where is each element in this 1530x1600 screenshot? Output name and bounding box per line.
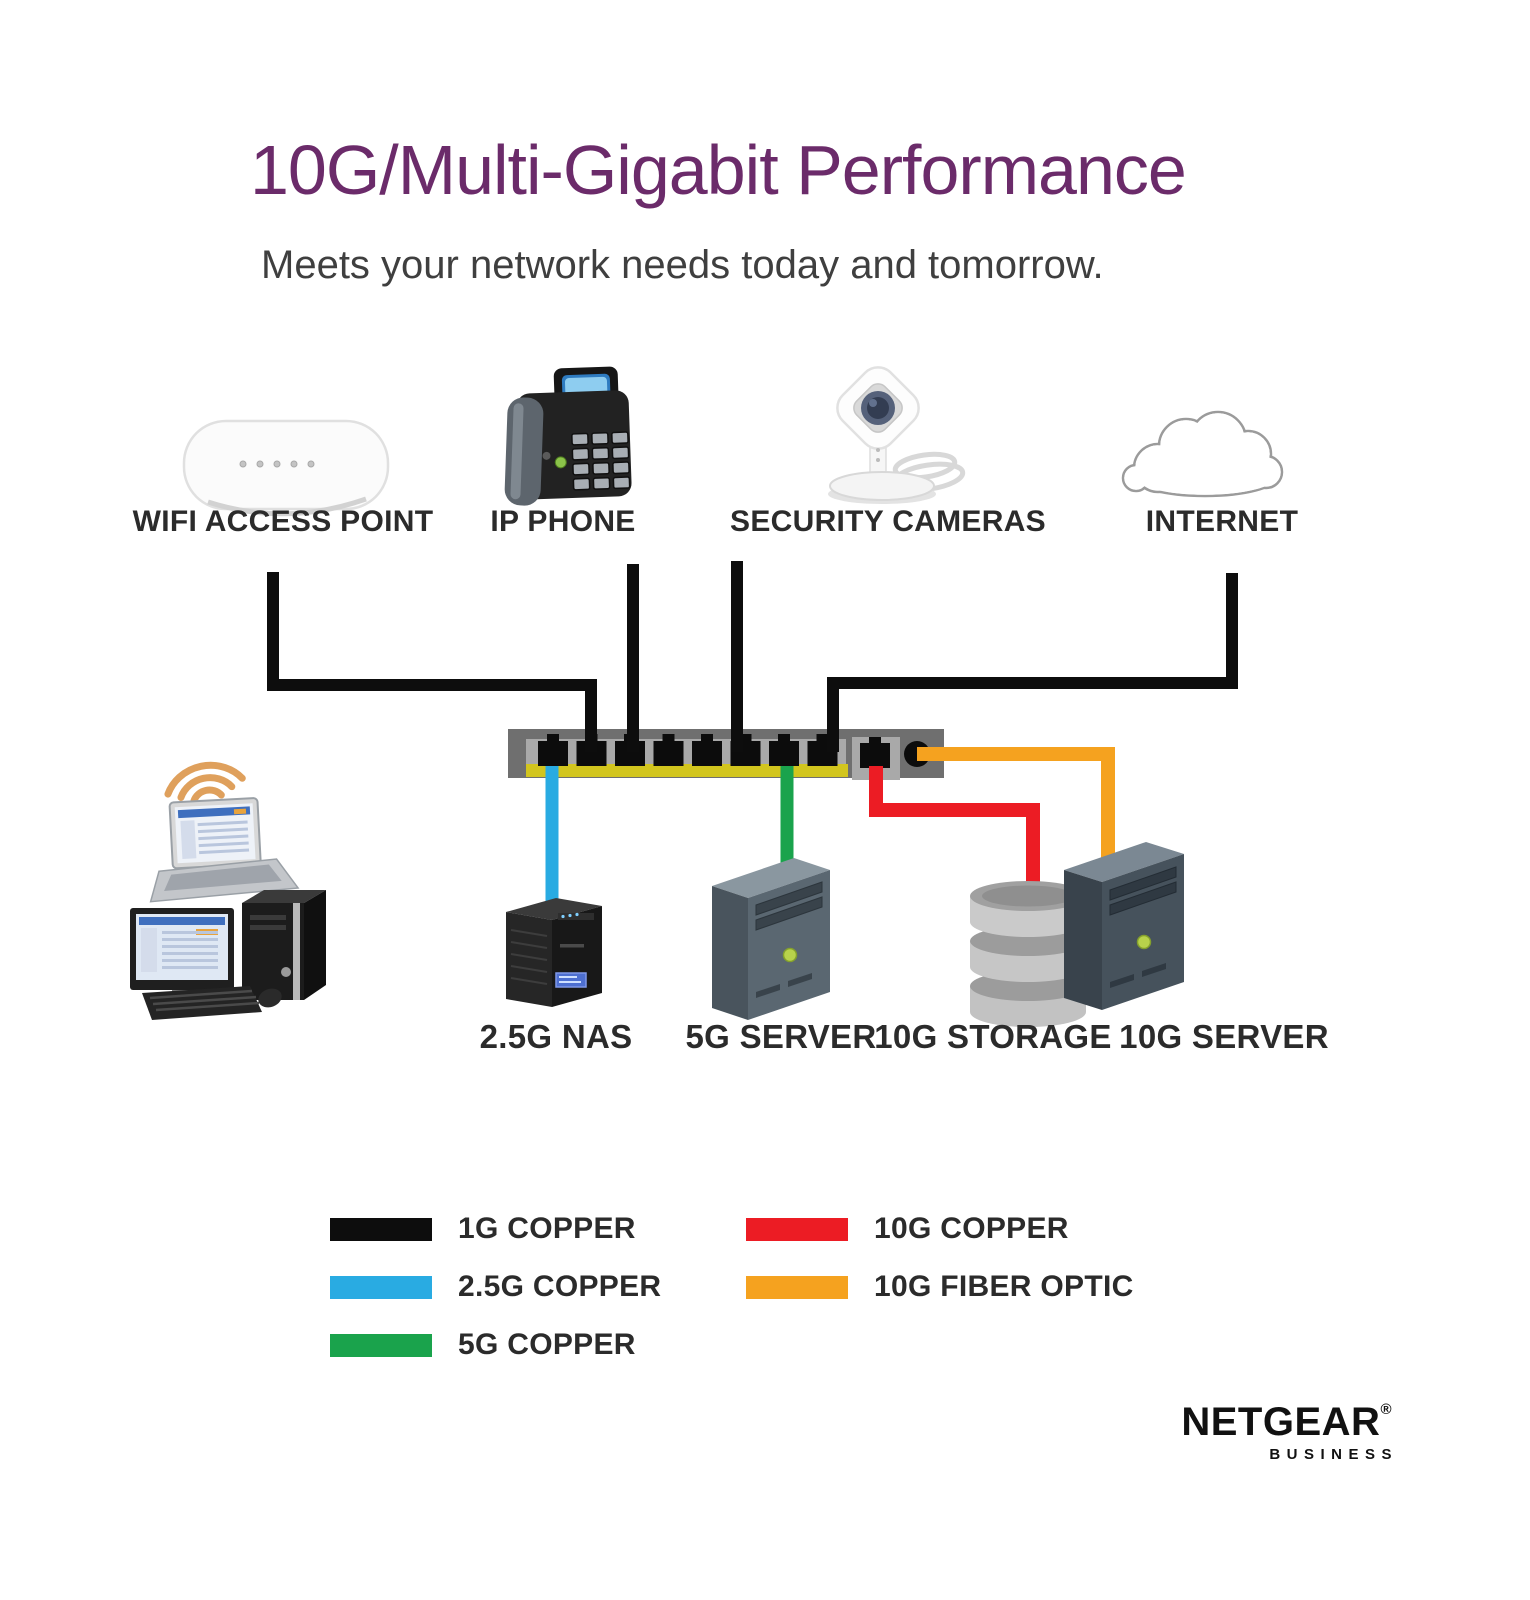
cable-internet-1g (827, 573, 1238, 752)
logo-registered-mark: ® (1380, 1401, 1392, 1418)
legend-swatch-5g (330, 1333, 432, 1357)
legend-item-1g: 1G COPPER (330, 1212, 636, 1246)
nas-lcd (555, 972, 587, 988)
legend-swatch-1g (330, 1217, 432, 1241)
legend-swatch-2-5g (330, 1275, 432, 1299)
mouse-icon (258, 988, 282, 1008)
legend-swatch-10g-copper (746, 1217, 848, 1241)
logo-brand-text: NETGEAR (1181, 1400, 1381, 1444)
network-switch-icon (508, 729, 944, 780)
desktop-tower-icon (242, 890, 326, 1000)
legend-label-1g: 1G COPPER (458, 1212, 636, 1245)
page-title: 10G/Multi-Gigabit Performance (250, 131, 1187, 209)
label-internet: INTERNET (1145, 505, 1299, 538)
server-10g-icon (1064, 842, 1184, 1010)
label-nas: 2.5G NAS (479, 1018, 633, 1055)
laptop-icon (149, 797, 300, 903)
page-subtitle: Meets your network needs today and tomor… (261, 243, 1104, 287)
switch-yellow-strip (526, 764, 848, 777)
cables (267, 561, 1238, 908)
legend-label-10g-fiber: 10G FIBER OPTIC (874, 1270, 1134, 1303)
label-server-10g: 10G SERVER (1119, 1018, 1329, 1055)
cable-server10g-fiber (917, 747, 1115, 858)
internet-cloud-icon (1121, 410, 1284, 498)
label-ip-phone: IP PHONE (490, 505, 636, 538)
nas-icon (506, 898, 602, 1007)
client-devices-icon (130, 761, 326, 1020)
label-server-5g: 5G SERVER (685, 1018, 877, 1055)
storage-10g-icon (970, 881, 1086, 1027)
label-security-cameras: SECURITY CAMERAS (730, 505, 1046, 538)
legend-item-10g-copper: 10G COPPER (746, 1212, 1069, 1246)
keyboard-icon (142, 986, 262, 1020)
cable-storage-10g (869, 766, 1040, 890)
label-storage-10g: 10G STORAGE (874, 1018, 1112, 1055)
netgear-logo: NETGEAR® BUSINESS (1180, 1402, 1392, 1463)
switch-10g-port (852, 737, 900, 780)
security-camera-icon (828, 366, 966, 504)
wifi-access-point-icon (182, 419, 390, 517)
server-10g-led (1136, 934, 1152, 950)
legend-label-5g: 5G COPPER (458, 1328, 636, 1361)
label-wifi-access-point: WIFI ACCESS POINT (132, 505, 434, 538)
legend-label-2-5g: 2.5G COPPER (458, 1270, 662, 1303)
server-5g-led (782, 947, 798, 963)
logo-business-text: BUSINESS (1269, 1446, 1398, 1463)
wifi-signal-icon (164, 761, 246, 805)
ip-phone-icon (504, 366, 632, 506)
legend-label-10g-copper: 10G COPPER (874, 1212, 1069, 1245)
phone-led (554, 456, 567, 469)
server-5g-icon (712, 858, 830, 1020)
legend-item-2-5g: 2.5G COPPER (330, 1270, 661, 1304)
legend-swatch-10g-fiber (746, 1275, 848, 1299)
legend-item-10g-fiber: 10G FIBER OPTIC (746, 1270, 1134, 1304)
legend-item-5g: 5G COPPER (330, 1328, 636, 1362)
cable-wifi-1g (267, 572, 597, 752)
